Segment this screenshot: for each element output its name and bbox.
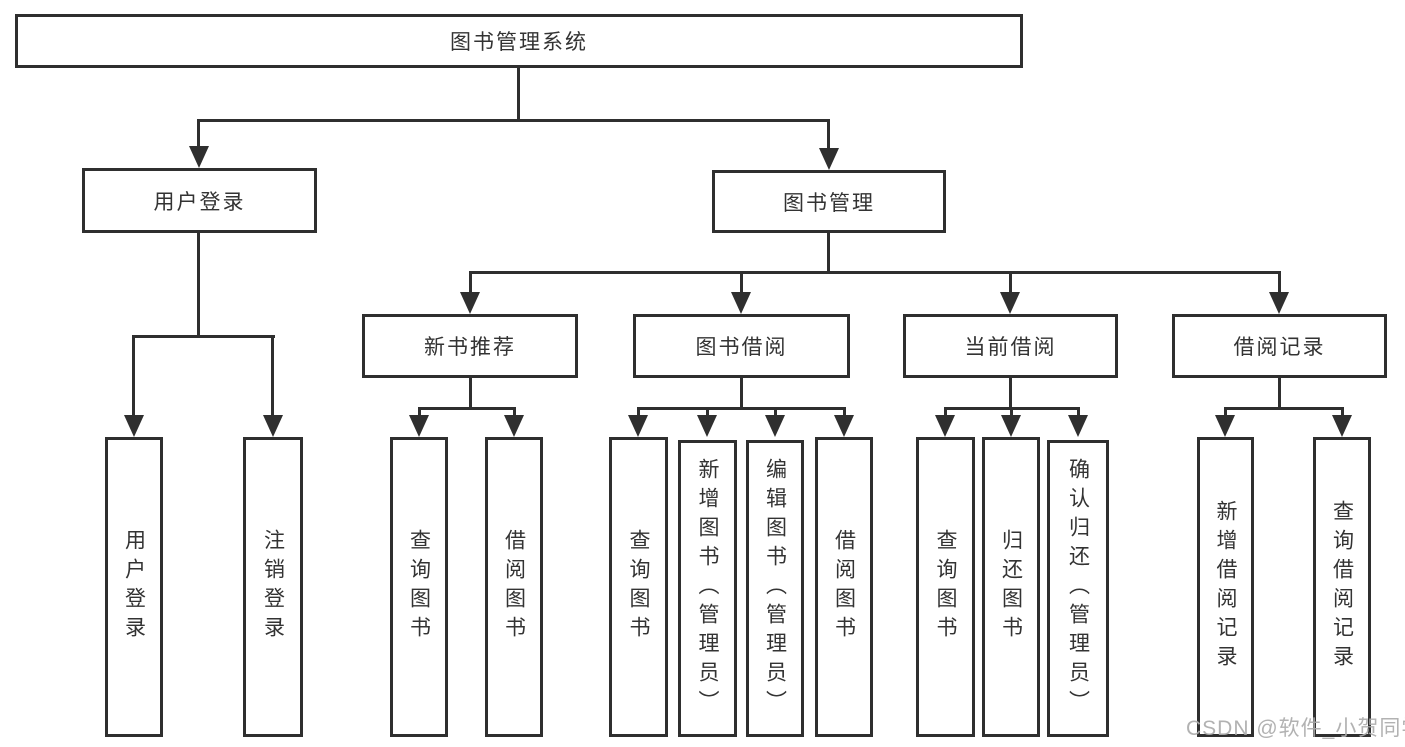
node-label: 当前借阅: [964, 336, 1057, 359]
node-label: 新增图书（管理员）: [696, 458, 719, 719]
arrowhead-icon: [1068, 415, 1088, 437]
leaf-add-borrow-record: 新增借阅记录: [1197, 437, 1254, 737]
connector-line: [1278, 378, 1281, 410]
arrowhead-icon: [189, 146, 209, 168]
leaf-borrow-books-recommend: 借阅图书: [485, 437, 543, 737]
connector-line: [418, 407, 421, 419]
node-book-management: 图书管理: [712, 170, 946, 233]
arrowhead-icon: [765, 415, 785, 437]
leaf-query-borrow-record: 查询借阅记录: [1313, 437, 1371, 737]
node-current-borrow: 当前借阅: [903, 314, 1118, 378]
connector-line: [513, 407, 516, 419]
arrowhead-icon: [1269, 292, 1289, 314]
node-label: 新增借阅记录: [1214, 500, 1237, 674]
arrowhead-icon: [697, 415, 717, 437]
connector-line: [740, 378, 743, 410]
connector-line: [1009, 378, 1012, 410]
node-book-borrow: 图书借阅: [633, 314, 850, 378]
leaf-add-book-admin: 新增图书（管理员）: [678, 440, 737, 737]
connector-line: [1278, 271, 1281, 297]
connector-line: [197, 233, 200, 337]
connector-line: [197, 119, 200, 150]
leaf-return-book: 归还图书: [982, 437, 1040, 737]
node-label: 借阅记录: [1233, 336, 1326, 359]
node-label: 查询借阅记录: [1330, 500, 1354, 674]
leaf-edit-book-admin: 编辑图书（管理员）: [746, 440, 804, 737]
arrowhead-icon: [935, 415, 955, 437]
node-label: 新书推荐: [424, 336, 516, 359]
node-label: 用户登录: [153, 190, 246, 214]
node-label: 确认归还（管理员）: [1066, 458, 1090, 719]
connector-line: [843, 407, 846, 419]
node-label: 图书管理: [783, 191, 875, 215]
connector-line: [827, 233, 830, 274]
connector-line: [637, 407, 640, 419]
connector-line: [271, 335, 274, 419]
arrowhead-icon: [819, 148, 839, 170]
node-user-login: 用户登录: [82, 168, 317, 233]
node-label: 注销登录: [261, 529, 285, 645]
connector-line: [944, 407, 947, 419]
arrowhead-icon: [504, 415, 524, 437]
leaf-borrow-books: 借阅图书: [815, 437, 873, 737]
connector-line: [469, 271, 1281, 274]
leaf-query-books-recommend: 查询图书: [390, 437, 448, 737]
node-library-system: 图书管理系统: [15, 14, 1023, 68]
connector-line: [418, 407, 516, 410]
connector-line: [132, 335, 135, 419]
connector-line: [1077, 407, 1080, 419]
leaf-logout: 注销登录: [243, 437, 303, 737]
node-label: 借阅图书: [832, 529, 856, 645]
node-label: 编辑图书（管理员）: [763, 458, 787, 719]
node-label: 用户登录: [122, 529, 146, 645]
connector-line: [197, 119, 830, 122]
connector-line: [774, 407, 777, 419]
leaf-confirm-return-admin: 确认归还（管理员）: [1047, 440, 1109, 737]
node-label: 图书管理系统: [450, 31, 588, 54]
node-label: 查询图书: [407, 529, 431, 645]
node-label: 图书借阅: [695, 336, 788, 359]
arrowhead-icon: [628, 415, 648, 437]
connector-line: [1341, 407, 1344, 419]
connector-line: [637, 407, 846, 410]
node-label: 查询图书: [934, 529, 957, 645]
leaf-query-books-borrow: 查询图书: [609, 437, 668, 737]
node-label: 借阅图书: [502, 529, 526, 645]
connector-line: [1224, 407, 1227, 419]
connector-line: [1009, 271, 1012, 297]
node-new-book-recommend: 新书推荐: [362, 314, 578, 378]
connector-line: [706, 407, 709, 419]
arrowhead-icon: [460, 292, 480, 314]
connector-line: [1224, 407, 1344, 410]
arrowhead-icon: [409, 415, 429, 437]
connector-line: [1010, 407, 1013, 419]
connector-line: [132, 335, 275, 338]
arrowhead-icon: [1332, 415, 1352, 437]
connector-line: [740, 271, 743, 297]
arrowhead-icon: [834, 415, 854, 437]
arrowhead-icon: [124, 415, 144, 437]
arrowhead-icon: [1001, 415, 1021, 437]
leaf-query-books-current: 查询图书: [916, 437, 975, 737]
connector-line: [469, 378, 472, 410]
csdn-watermark: CSDN @软件_小贺同学: [1186, 717, 1405, 740]
node-label: 归还图书: [999, 529, 1023, 645]
arrowhead-icon: [1215, 415, 1235, 437]
connector-line: [469, 271, 472, 297]
node-borrow-records: 借阅记录: [1172, 314, 1387, 378]
connector-line: [517, 68, 520, 121]
node-label: 查询图书: [627, 529, 650, 645]
arrowhead-icon: [1000, 292, 1020, 314]
connector-line: [827, 119, 830, 152]
arrowhead-icon: [263, 415, 283, 437]
arrowhead-icon: [731, 292, 751, 314]
leaf-user-login: 用户登录: [105, 437, 163, 737]
